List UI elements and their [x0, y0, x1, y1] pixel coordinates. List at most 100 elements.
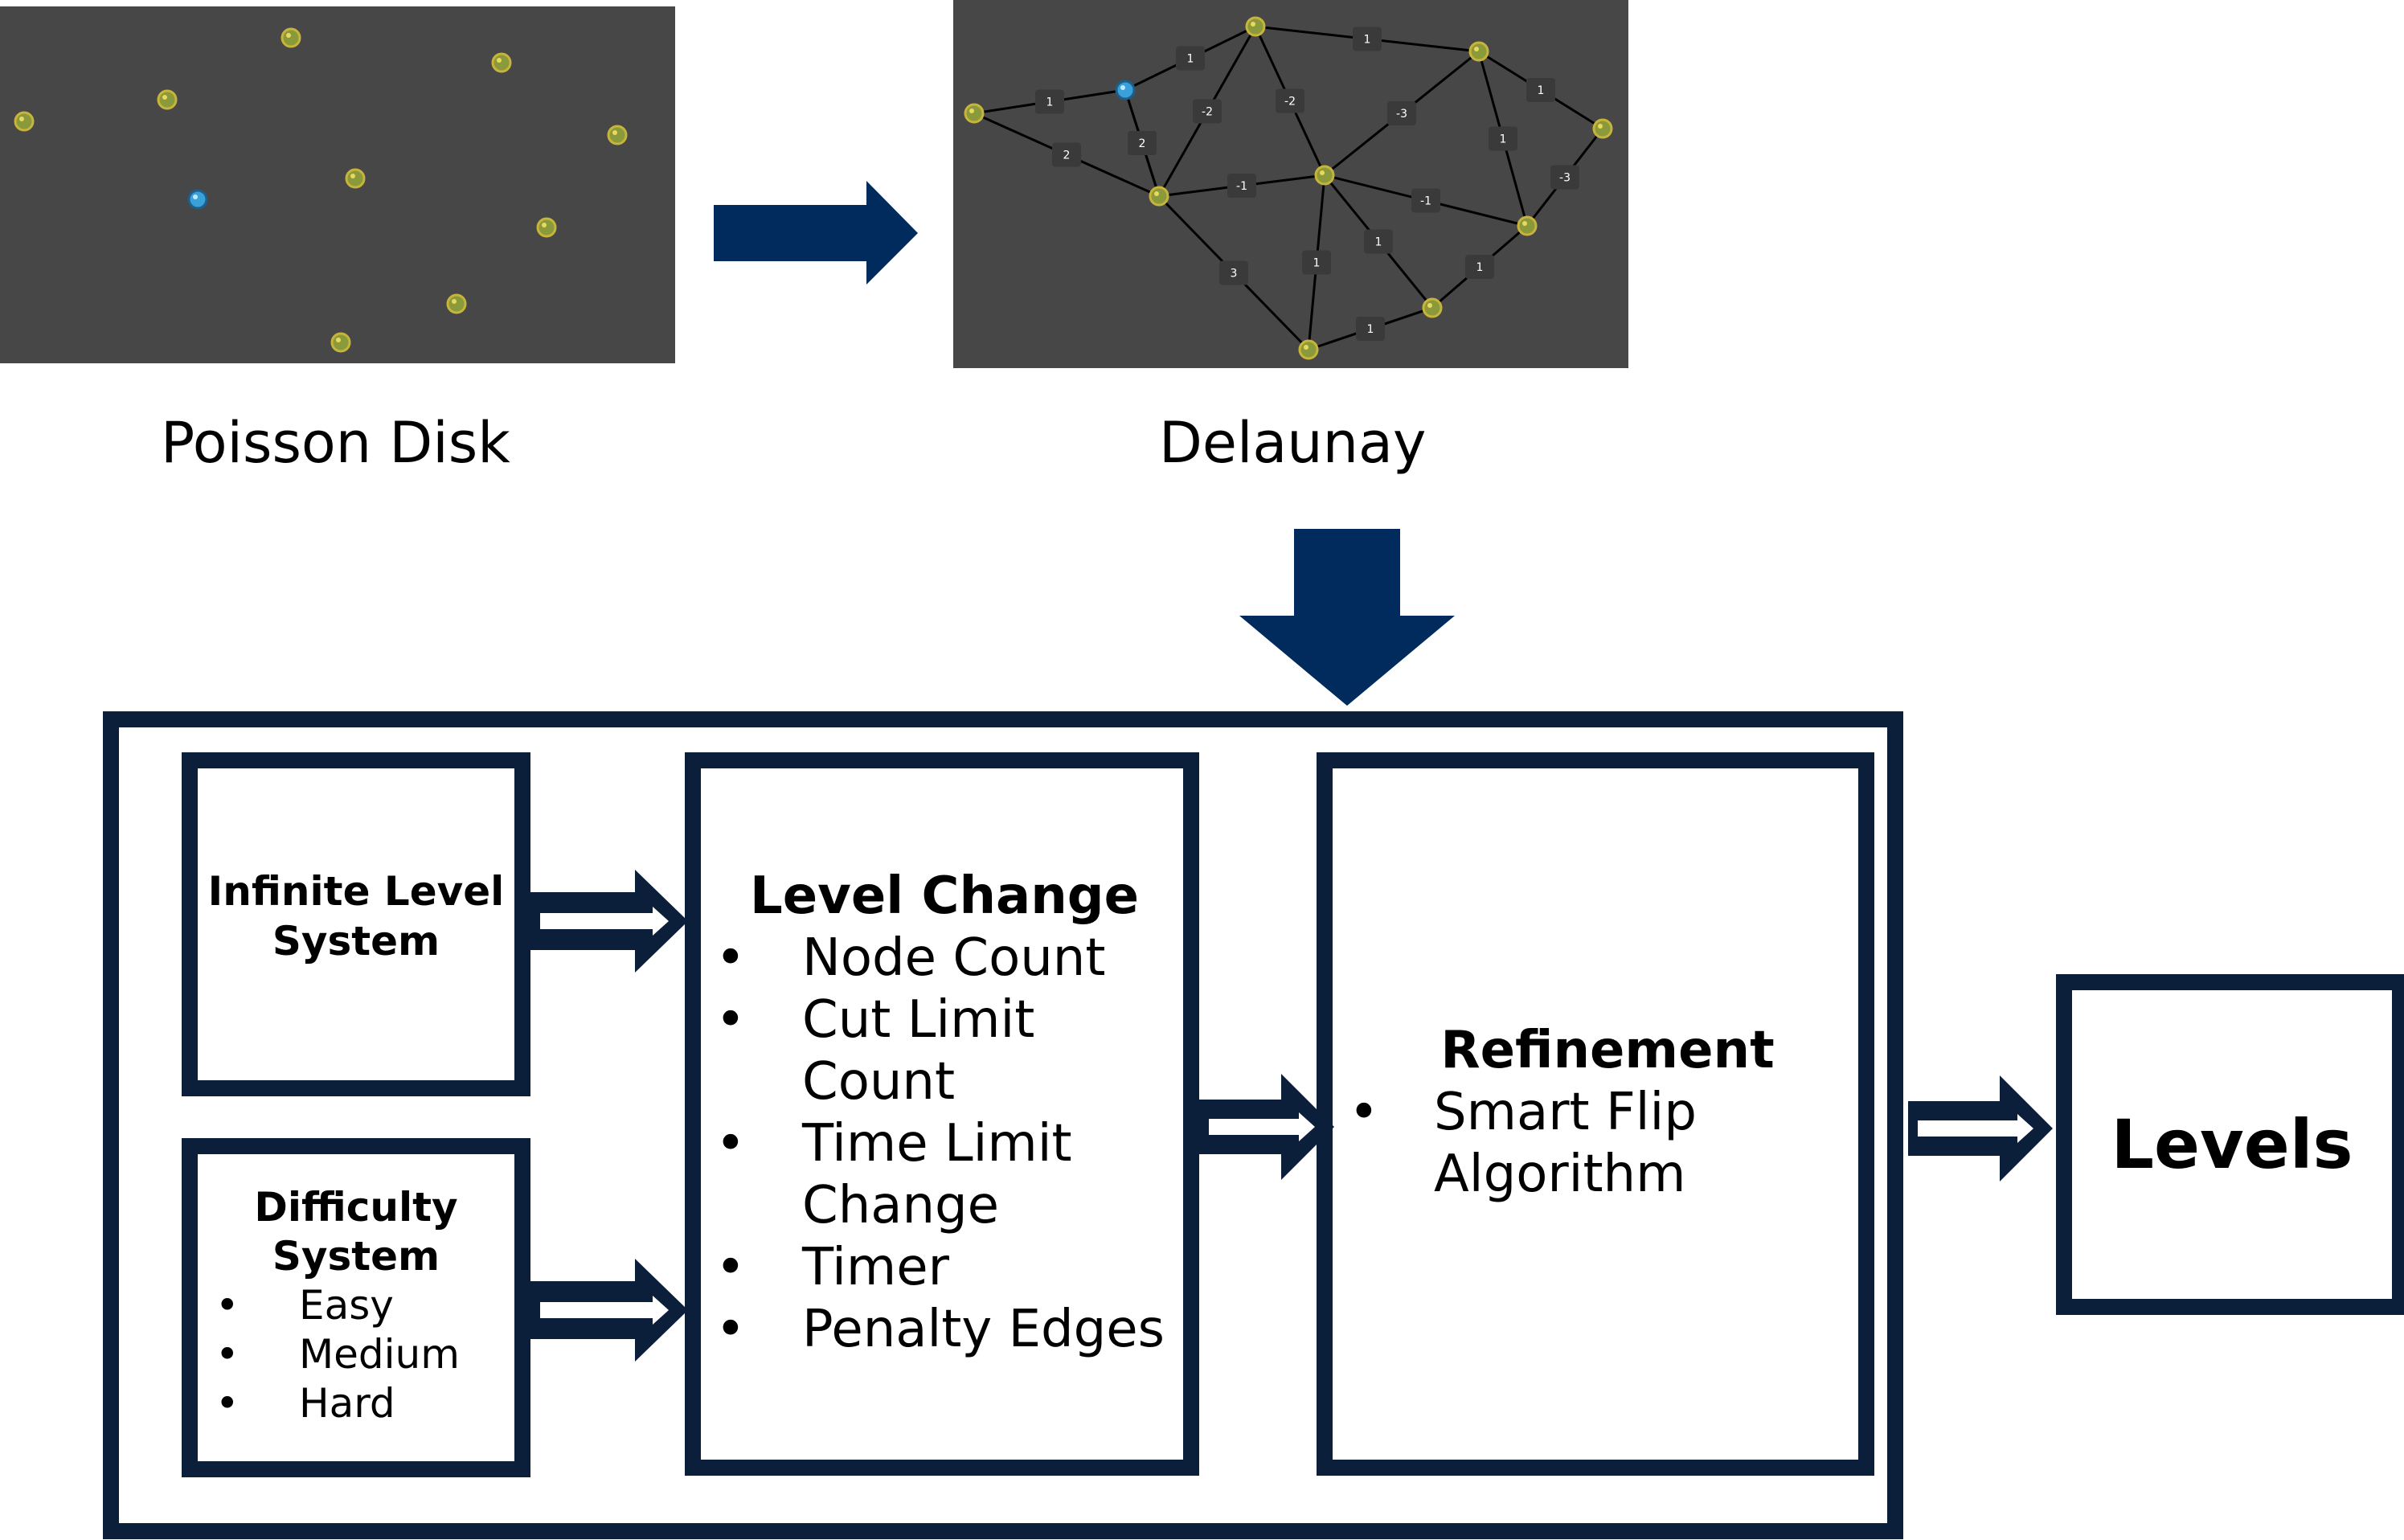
node-highlight — [286, 33, 291, 38]
edge-weight-badge — [1276, 88, 1304, 113]
edge-weight-badge — [1387, 101, 1416, 125]
edge-weight-label: 1 — [1187, 53, 1194, 66]
level-change-title: Level Change — [749, 866, 1140, 926]
refinement-list: •Smart Flip Algorithm — [1341, 1082, 1850, 1206]
node-highlight — [969, 109, 974, 113]
edge-weight-label: 2 — [1063, 149, 1071, 162]
poisson-node — [345, 168, 366, 189]
poisson-start-node — [187, 189, 208, 210]
edge-weight-label: 1 — [1538, 84, 1545, 97]
edge-weight-badge — [1526, 78, 1555, 102]
edge-weight-label: -3 — [1396, 108, 1407, 121]
level-change-box — [685, 752, 1199, 1476]
edge-weight-badge — [1465, 255, 1494, 279]
node-highlight — [612, 130, 617, 135]
edge-weight-badge — [1353, 27, 1382, 51]
node-highlight — [1304, 345, 1308, 350]
edge-weight-label: -1 — [1236, 180, 1247, 193]
edge-weight-badge — [1219, 260, 1248, 285]
difficulty-list: •Easy •Medium •Hard — [206, 1281, 506, 1428]
levels-title: Levels — [2111, 1105, 2353, 1184]
edge-weight-badge — [1128, 131, 1157, 155]
delaunay-node — [1422, 297, 1443, 318]
node-highlight — [497, 58, 502, 63]
edge-weight-label: 1 — [1364, 34, 1371, 47]
edge-weight-label: 1 — [1375, 236, 1382, 249]
node-highlight — [1522, 221, 1527, 226]
edge-weight-badge — [1176, 46, 1205, 71]
poisson-node — [281, 27, 301, 48]
delaunay-node — [1468, 41, 1489, 62]
node-highlight — [1427, 303, 1432, 308]
edge-weight-label: 1 — [1046, 96, 1054, 109]
pipeline-container — [103, 711, 1903, 1539]
edge-weight-label: 3 — [1231, 268, 1238, 281]
caption-delaunay: Delaunay — [1159, 410, 1427, 476]
caption-poisson-disk: Poisson Disk — [161, 410, 510, 476]
difficulty-item: •Hard — [215, 1380, 395, 1427]
delaunay-node — [1314, 165, 1335, 186]
difficulty-box — [182, 1138, 530, 1477]
delaunay-start-node — [1115, 80, 1136, 100]
difficulty-item: •Easy — [215, 1282, 394, 1329]
poisson-disk-panel — [0, 6, 675, 363]
refinement-item: •Smart Flip Algorithm — [1349, 1083, 1697, 1204]
arrow-infinite-to-level-change — [530, 870, 688, 973]
edge-weight-badge — [1364, 229, 1393, 254]
level-change-item: •Cut Limit Count — [715, 990, 1035, 1112]
node-highlight — [19, 117, 24, 121]
edge-weight-label: 1 — [1313, 257, 1321, 270]
level-change-item: •Time Limit Change — [715, 1114, 1072, 1235]
edge-weight-label: 1 — [1476, 261, 1484, 274]
edge-weight-label: -2 — [1202, 106, 1213, 119]
refinement-content: Refinement •Smart Flip Algorithm — [1341, 1019, 1850, 1206]
poisson-node — [446, 293, 467, 314]
difficulty-item: •Medium — [215, 1331, 460, 1378]
poisson-node — [157, 89, 178, 110]
arrow-right-large — [714, 181, 918, 285]
arrow-down-large — [1239, 529, 1455, 706]
infinite-level-title: Infinite Level System — [207, 868, 505, 965]
poisson-node — [14, 111, 35, 132]
node-highlight — [1474, 47, 1479, 51]
node-highlight — [1598, 124, 1603, 129]
node-highlight — [542, 223, 547, 227]
arrow-level-change-to-refinement — [1199, 1074, 1334, 1180]
delaunay-node — [964, 103, 985, 124]
edge-weight-label: 1 — [1500, 133, 1507, 146]
edge-weight-label: 2 — [1139, 137, 1146, 150]
edge-weight-badge — [1411, 188, 1440, 213]
node-highlight — [1320, 170, 1325, 175]
edge-weight-badge — [1227, 174, 1256, 198]
edge-weight-label: 1 — [1367, 323, 1374, 336]
level-change-item: •Penalty Edges — [715, 1300, 1165, 1359]
node-highlight — [1251, 22, 1255, 27]
difficulty-content: Difficulty System •Easy •Medium •Hard — [206, 1183, 506, 1428]
node-highlight — [452, 299, 457, 304]
refinement-title: Refinement — [1440, 1021, 1775, 1080]
level-change-content: Level Change •Node Count •Cut Limit Coun… — [707, 865, 1182, 1361]
node-highlight — [350, 174, 355, 178]
poisson-node — [330, 332, 351, 353]
node-highlight — [336, 338, 341, 342]
node-highlight — [193, 195, 198, 199]
refinement-box — [1317, 752, 1874, 1476]
node-highlight — [162, 95, 167, 100]
infinite-level-box — [182, 752, 530, 1096]
level-change-item: •Timer — [715, 1238, 949, 1297]
levels-box — [2056, 974, 2404, 1315]
edge-weight-badge — [1035, 89, 1064, 114]
edge-weight-badge — [1193, 99, 1222, 124]
edge-weight-label: -1 — [1420, 195, 1431, 208]
delaunay-node — [1149, 186, 1169, 207]
level-change-list: •Node Count •Cut Limit Count •Time Limit… — [707, 928, 1182, 1361]
node-highlight — [1120, 85, 1125, 90]
edge-weight-badge — [1356, 317, 1385, 341]
difficulty-title: Difficulty System — [254, 1184, 458, 1280]
edge-weight-badge — [1052, 142, 1081, 167]
arrow-refinement-to-levels — [1908, 1075, 2053, 1182]
edge-weight-label: -2 — [1284, 96, 1296, 109]
edge-weight-badge — [1489, 126, 1517, 151]
delaunay-node — [1517, 215, 1538, 236]
